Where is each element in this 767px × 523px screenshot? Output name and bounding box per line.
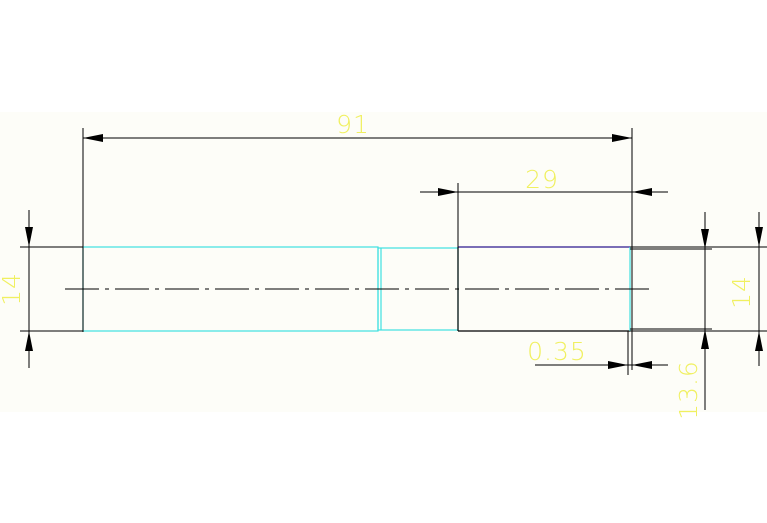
dim-text-offset: 0.35: [527, 337, 587, 366]
dim-text-right-diameter: 14: [727, 275, 756, 309]
dim-text-reduced-diameter: 13.6: [674, 360, 703, 420]
drawing-sheet: [0, 112, 767, 412]
dimension-arrows: [25, 134, 763, 369]
dim-text-left-diameter: 14: [0, 272, 26, 306]
dim-text-overall-length: 91: [336, 110, 370, 139]
dim-text-right-section-length: 29: [525, 165, 559, 194]
